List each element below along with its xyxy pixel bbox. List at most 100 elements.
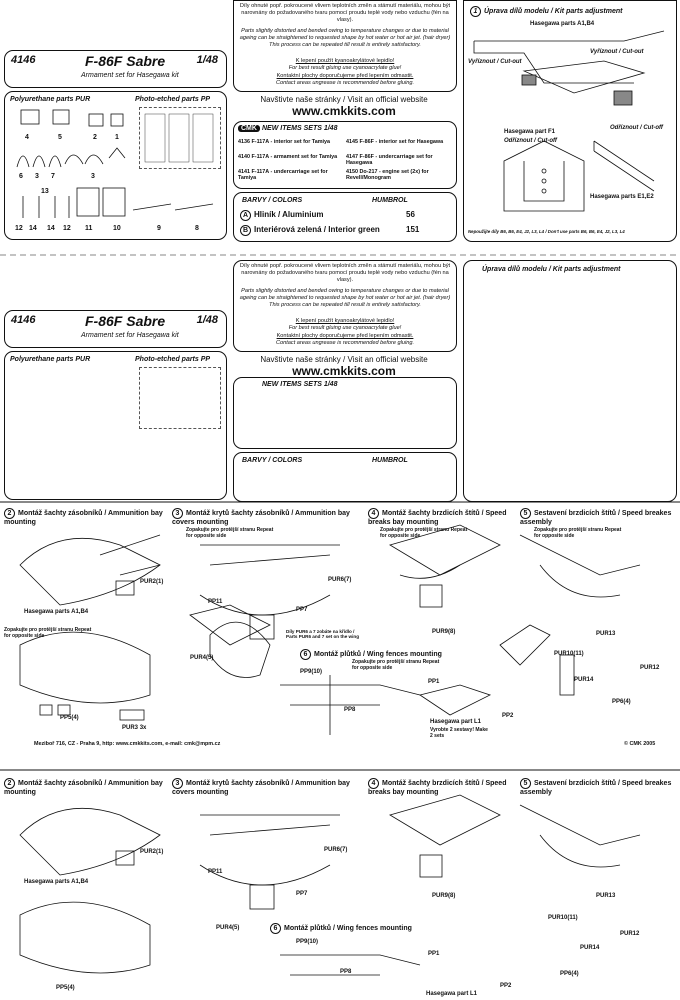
colors-box-copy: BARVY / COLORS HUMBROL [233,452,457,502]
label-pur12-copy: PUR12 [620,931,640,937]
kit-scale-copy: 1/48 [196,314,218,326]
new-item-2-desc: - undercarriage set for Tamiya [238,169,328,181]
warnings-box-copy: Díly ohnuté popř. pokroucené vlivem tepl… [233,260,457,352]
label-l1-note: Vyrobte 2 sestavy! Make 2 sets [430,727,488,739]
step-3-label: Montáž krytů šachty zásobníků / Ammuniti… [172,510,350,526]
pur-num-4: 4 [25,134,29,141]
label-pur2: PUR2(1) [140,579,164,585]
color-marker-b: B [240,225,251,236]
contact-en-copy: Contact areas ungrease is recommended be… [275,340,415,346]
pur-heading-copy: Polyurethane parts PUR [10,356,91,363]
kit-scale: 1/48 [196,54,218,66]
label-pp11: PP11 [208,599,223,605]
warning-en-copy: Parts slightly distorted and bended owin… [239,288,451,308]
assembly-sketch-copy [19,794,641,976]
label-pur4: PUR4(5) [190,655,214,661]
glue-cz: K lepení použít kyanoakrylátové lepidlo! [295,58,395,64]
step-4-label-copy: Montáž šachty brzdicích štítů / Speed br… [368,780,507,796]
new-item-5-code: 4150 Do-217 [346,169,378,175]
step-6-note: Zopakujte pro protější stranu Repeat for… [352,659,440,671]
pur-num-12a: 12 [15,225,23,232]
adjust-cutout-2: Vyříznout / Cut-out [590,49,644,55]
adjust-parts-a: Hasegawa parts A1,B4 [530,21,595,27]
new-item-0: 4136 F-117A - interior set for Tamiya [238,139,342,145]
parts-box: Polyurethane parts PUR Photo-etched part… [4,91,227,240]
new-items-box: CMK NEW ITEMS SETS 1/48 4136 F-117A - in… [233,121,457,189]
adjust-cutoff-1: Odříznout / Cut-off [504,138,557,144]
label-pp5: PP5(4) [60,715,79,721]
step-6-number-copy: 6 [270,923,281,934]
new-item-5: 4150 Do-217 - engine set (2x) for Revell… [346,169,452,181]
step-3-number-copy: 3 [172,778,183,789]
step-5-label-copy: Sestavení brzdicích štítů / Speed breake… [520,780,672,796]
step-2-label: Montáž šachty zásobníků / Ammunition bay… [4,510,163,526]
adjust-cutoff-2: Odříznout / Cut-off [610,125,663,131]
step-2-number: 2 [4,508,15,519]
adjust-title-text: Úprava dílů modelu / Kit parts adjustmen… [484,8,623,15]
instruction-panel-top: 4146 F-86F Sabre 1/48 Armament set for H… [4,0,677,242]
pp-heading-copy: Photo-etched parts PP [135,356,211,363]
step-6-number: 6 [300,649,311,660]
pp-heading: Photo-etched parts PP [135,96,211,103]
color-code-a: 56 [406,210,415,219]
pp-fret-copy [139,367,221,429]
color-name-a: Hliník / Aluminium [254,210,324,219]
footer-right: © CMK 2005 [624,741,656,747]
website-visit-copy: Navštivte naše stránky / Visit an offici… [260,355,428,364]
new-item-2-code: 4141 F-117A [238,169,269,175]
warning-cz: Díly ohnuté popř. pokroucené vlivem tepl… [239,3,451,23]
label-pur3-count: 3x [139,725,147,731]
step-4-number: 4 [368,508,379,519]
assembly-sketch [19,524,641,735]
contact-en: Contact areas ungrease is recommended be… [275,80,415,86]
label-pur9-copy: PUR9(8) [432,893,456,899]
contact-cz: Kontaktní plochy doporučujeme před lepen… [276,73,414,79]
pur-heading: Polyurethane parts PUR [10,96,91,103]
label-pp1-copy: PP1 [428,951,440,957]
parts-box-copy: Polyurethane parts PUR Photo-etched part… [4,351,227,500]
parts-sketch [16,109,214,218]
step-4-note: Zopakujte pro protější stranu Repeat for… [380,527,468,539]
step-5-number: 5 [520,508,531,519]
pur-num-14a: 14 [29,225,37,232]
new-item-5-desc: - engine set (2x) for Revell/Monogram [346,169,429,181]
cmk-logo: CMK [238,125,260,132]
adjust-title-copy: Úprava dílů modelu / Kit parts adjustmen… [482,266,621,273]
pur-num-5: 5 [58,134,62,141]
pur-num-11: 11 [85,225,93,232]
pur-num-2: 2 [93,134,97,141]
kit-title-copy: F-86F Sabre [85,313,166,329]
label-pur3-text: PUR3 [122,725,139,731]
adjust-part-f1: Hasegawa part F1 [504,129,556,135]
step-2-number-copy: 2 [4,778,15,789]
humbrol-heading-copy: HUMBROL [372,457,408,464]
adjust-cutout-1: Vyříznout / Cut-out [468,59,522,65]
new-item-1-desc: - armament set for Tamiya [270,154,338,160]
glue-cz-copy: K lepení použít kyanoakrylátové lepidlo! [295,318,395,324]
humbrol-heading: HUMBROL [372,197,408,204]
website-url[interactable]: www.cmkkits.com [292,104,396,118]
label-pur13-copy: PUR13 [596,893,616,899]
label-pur10: PUR10(11) [554,651,584,657]
website-url-copy[interactable]: www.cmkkits.com [292,364,396,378]
warning-cz-copy: Díly ohnuté popř. pokroucené vlivem tepl… [239,263,451,283]
step-6-label-copy: Montáž plůtků / Wing fences mounting [284,925,412,932]
colors-heading: BARVY / COLORS [242,197,303,204]
label-pur3: PUR3 3x [122,725,146,731]
new-items-box-copy: NEW ITEMS SETS 1/48 [233,377,457,449]
label-pp2-copy: PP2 [500,983,512,989]
step-5-number-copy: 5 [520,778,531,789]
warnings-box: Díly ohnuté popř. pokroucené vlivem tepl… [233,0,457,92]
contact-cz-copy: Kontaktní plochy doporučujeme před lepen… [276,333,414,339]
new-item-0-code: 4136 F-117A [238,139,269,145]
adjust-parts-e: Hasegawa parts E1,E2 [590,194,654,200]
